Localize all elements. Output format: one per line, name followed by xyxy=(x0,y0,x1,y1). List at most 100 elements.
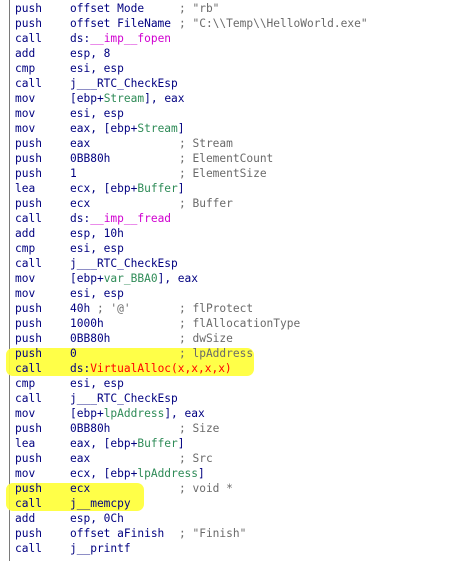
operand: ds:__imp__fread xyxy=(70,211,171,226)
mnemonic: push xyxy=(15,167,42,180)
mnemonic: mov xyxy=(15,467,36,480)
operand: esi, esp xyxy=(70,376,124,391)
operand-part: __imp__fread xyxy=(90,212,172,225)
operand-part: ] xyxy=(177,122,185,135)
operand-part: Stream xyxy=(103,92,145,105)
operand-part: 40h xyxy=(70,302,91,315)
operand-part: offset Mode xyxy=(70,2,145,15)
code-line[interactable]: push 1 ; ElementSize xyxy=(0,166,455,181)
operand-part: var_BBA0 xyxy=(103,272,158,285)
operand: eax, [ebp+Buffer] xyxy=(70,436,185,451)
mnemonic: mov xyxy=(15,92,36,105)
code-line[interactable]: mov[ebp+lpAddress], eax xyxy=(0,406,455,421)
operand-part: esp, 8 xyxy=(70,47,111,60)
comment: ; lpAddress xyxy=(179,347,254,360)
operand: esi, esp xyxy=(70,241,124,256)
operand-part: j___RTC_CheckEsp xyxy=(70,77,178,90)
code-line[interactable]: cmp esi, esp xyxy=(0,61,455,76)
operand: 1000h xyxy=(70,316,104,331)
code-line[interactable]: mov[ebp+var_BBA0], eax xyxy=(0,271,455,286)
operand: esi, esp xyxy=(70,286,124,301)
operand-part: j___RTC_CheckEsp xyxy=(70,392,178,405)
mnemonic: cmp xyxy=(15,377,36,390)
comment: ; "rb" xyxy=(179,2,220,15)
mnemonic: push xyxy=(15,152,42,165)
operand-part: j___RTC_CheckEsp xyxy=(70,257,178,270)
operand-part: 1 xyxy=(70,167,77,180)
operand-part: __imp__fopen xyxy=(90,32,172,45)
operand: offset aFinish xyxy=(70,526,164,541)
operand-part: 0BB80h xyxy=(70,332,111,345)
mnemonic: cmp xyxy=(15,62,36,75)
operand-part: 0BB80h xyxy=(70,422,111,435)
operand-part: ] xyxy=(177,437,185,450)
comment: ; Size xyxy=(179,422,220,435)
operand: esp, 0Ch xyxy=(70,511,124,526)
operand-part: Buffer xyxy=(137,437,178,450)
operand: j__printf xyxy=(70,541,131,556)
code-line[interactable]: cmp esi, esp xyxy=(0,376,455,391)
operand-part: ds: xyxy=(70,212,91,225)
operand-part: ] xyxy=(177,182,185,195)
operand: 1 xyxy=(70,166,77,181)
code-line[interactable]: add esp, 0Ch xyxy=(0,511,455,526)
operand: ecx, [ebp+lpAddress] xyxy=(70,466,205,481)
operand: j___RTC_CheckEsp xyxy=(70,256,178,271)
code-line[interactable]: mov ecx, [ebp+lpAddress] xyxy=(0,466,455,481)
mnemonic: call xyxy=(15,32,42,45)
operand: ecx xyxy=(70,481,90,496)
operand: 0BB80h xyxy=(70,151,110,166)
operand: [ebp+lpAddress], eax xyxy=(70,406,205,421)
mnemonic: mov xyxy=(15,287,36,300)
operand-part: esi, esp xyxy=(70,287,124,300)
comment: ; ElementSize xyxy=(179,167,267,180)
operand: ecx, [ebp+Buffer] xyxy=(70,181,185,196)
code-line[interactable]: lea ecx, [ebp+Buffer] xyxy=(0,181,455,196)
operand: [ebp+var_BBA0], eax xyxy=(70,271,198,286)
code-line[interactable]: mov esi, esp xyxy=(0,286,455,301)
mnemonic: push xyxy=(15,197,42,210)
comment: ; "Finish" xyxy=(179,527,247,540)
mnemonic: lea xyxy=(15,182,36,195)
operand-part: offset aFinish xyxy=(70,527,165,540)
operand: esi, esp xyxy=(70,61,124,76)
operand-part: ], eax xyxy=(144,92,185,105)
operand-part: ], eax xyxy=(157,272,198,285)
comment: ; Buffer xyxy=(179,197,233,210)
code-line[interactable]: mov[ebp+Stream], eax xyxy=(0,91,455,106)
mnemonic: add xyxy=(15,227,36,240)
mnemonic: push xyxy=(15,482,42,495)
operand: 0BB80h xyxy=(70,421,110,436)
operand: esi, esp xyxy=(70,106,124,121)
operand-part: eax, [ebp+ xyxy=(70,122,138,135)
mnemonic: add xyxy=(15,512,36,525)
